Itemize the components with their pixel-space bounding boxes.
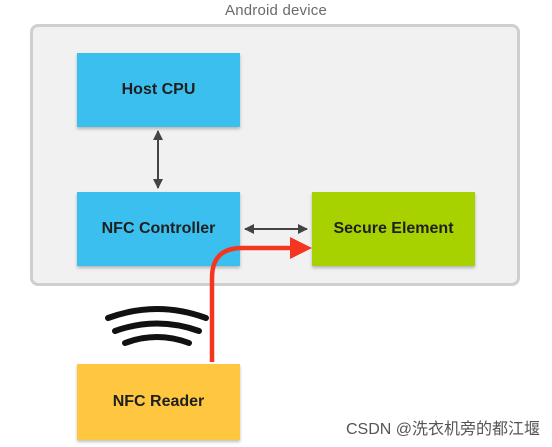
device-label: Android device <box>224 2 328 19</box>
wireless-signal-icon <box>105 306 209 346</box>
host-cpu-box: Host CPU <box>77 53 240 127</box>
nfc-reader-label: NFC Reader <box>112 393 205 410</box>
secure-element-box: Secure Element <box>312 192 475 266</box>
nfc-controller-box: NFC Controller <box>77 192 240 266</box>
watermark: CSDN @洗衣机旁的都江堰 <box>345 421 540 438</box>
nfc-controller-label: NFC Controller <box>101 220 216 237</box>
host-cpu-label: Host CPU <box>121 81 196 98</box>
nfc-reader-box: NFC Reader <box>77 364 240 440</box>
secure-element-label: Secure Element <box>333 220 454 237</box>
